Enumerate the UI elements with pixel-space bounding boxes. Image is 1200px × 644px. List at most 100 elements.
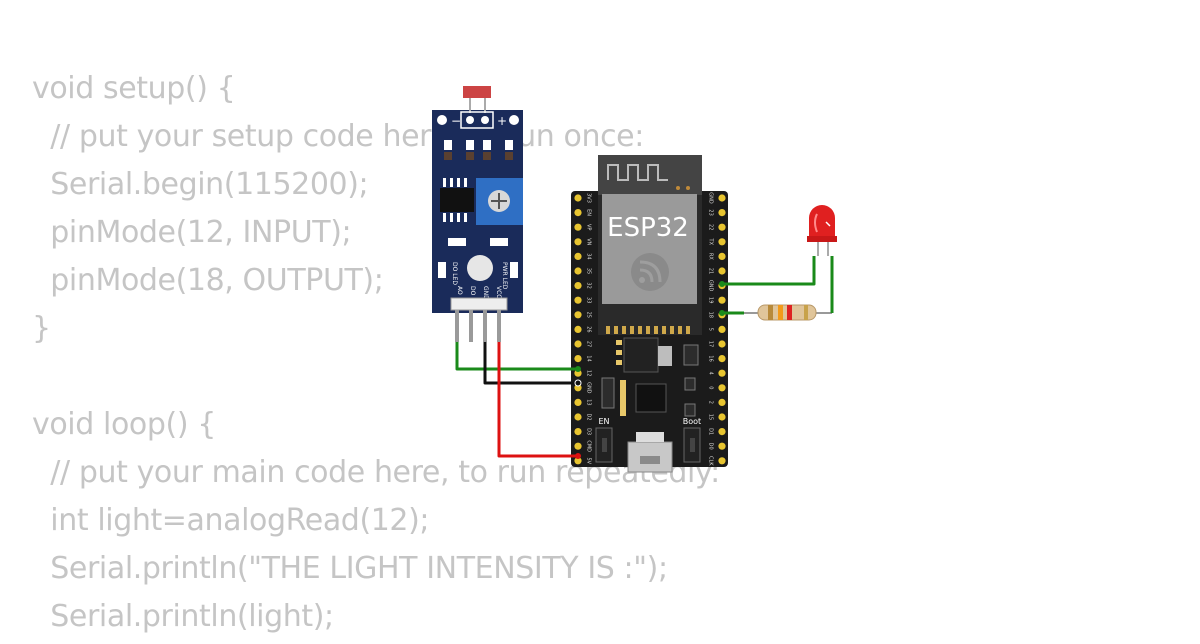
en-button-label: EN	[598, 417, 609, 426]
code-line: pinMode(18, OUTPUT);	[32, 263, 384, 298]
esp32-devkit-board[interactable]: ESP32 EN Boot	[571, 155, 728, 473]
esp32-pin-label: 3V3	[586, 193, 592, 203]
esp32-pin-label: VP	[586, 224, 592, 230]
usb-uart-chip	[635, 383, 667, 413]
ldr-pin-label-vcc: VCC	[495, 286, 502, 298]
code-line: }	[32, 311, 51, 346]
esp32-pin-right[interactable]	[718, 442, 726, 450]
esp32-pin-left[interactable]	[574, 398, 582, 406]
esp32-pin-label: 12	[586, 370, 592, 376]
pwr-led	[467, 255, 493, 281]
ldr-sensor-module[interactable]: − + DO LED PWR LED AO D	[432, 86, 523, 342]
esp32-pin-label: D0	[708, 443, 714, 450]
esp32-pin-left[interactable]	[574, 282, 582, 290]
esp32-pin-headers[interactable]: 3V3ENVPVN343532332526271412GND13D2D3CMD5…	[574, 192, 726, 466]
esp32-pin-label: RX	[708, 253, 714, 260]
esp32-pin-label: 32	[586, 282, 592, 288]
esp32-pin-label: 5	[708, 328, 714, 331]
esp32-pin-left[interactable]	[574, 194, 582, 202]
wire-ao-to-gpio12[interactable]	[455, 342, 578, 371]
red-led[interactable]	[807, 205, 837, 256]
esp32-pin-right[interactable]	[718, 267, 726, 275]
code-line: int light=analogRead(12);	[32, 503, 430, 538]
ldr-header-pins[interactable]	[455, 310, 501, 342]
esp32-pin-label: 2	[708, 401, 714, 404]
esp32-pin-right[interactable]	[718, 413, 726, 421]
code-line: void loop() {	[32, 407, 216, 442]
esp32-pin-label: 25	[586, 312, 592, 318]
photoresistor	[463, 86, 491, 98]
esp32-pin-right[interactable]	[718, 296, 726, 304]
esp32-pin-right[interactable]	[718, 340, 726, 348]
esp32-pin-left[interactable]	[574, 296, 582, 304]
esp32-pin-label: GND	[708, 192, 714, 204]
esp32-pin-label: 0	[708, 386, 714, 389]
esp32-pin-left[interactable]	[574, 325, 582, 333]
code-line: Serial.println(light);	[32, 599, 334, 634]
esp32-pin-label: 19	[708, 297, 714, 303]
esp32-pin-label: GND	[586, 382, 592, 394]
comparator-chip	[440, 188, 474, 212]
esp32-pin-right[interactable]	[718, 428, 726, 436]
esp32-pin-right[interactable]	[718, 238, 726, 246]
esp32-pin-left[interactable]	[574, 311, 582, 319]
esp32-pin-label: 13	[586, 399, 592, 405]
esp32-pin-label: CLK	[708, 456, 714, 466]
esp32-pin-left[interactable]	[574, 340, 582, 348]
en-button[interactable]	[595, 427, 613, 463]
esp32-pin-left[interactable]	[574, 238, 582, 246]
esp32-pin-left[interactable]	[574, 413, 582, 421]
esp32-pin-label: 15	[708, 414, 714, 420]
esp32-pin-left[interactable]	[574, 223, 582, 231]
esp32-pin-label: D3	[586, 428, 592, 435]
plus-label: +	[497, 114, 507, 128]
esp32-pin-right[interactable]	[718, 398, 726, 406]
esp32-pin-label: 22	[708, 224, 714, 230]
antenna-trace	[607, 164, 668, 181]
esp32-pin-label: TX	[708, 238, 714, 246]
code-background: void setup() { // put your setup code he…	[32, 68, 720, 644]
circuit-diagram: − + DO LED PWR LED AO D	[432, 86, 837, 473]
esp32-pin-left[interactable]	[574, 267, 582, 275]
esp32-pin-right[interactable]	[718, 457, 726, 465]
micro-usb-port[interactable]	[627, 432, 673, 473]
esp32-pin-label: VN	[586, 238, 592, 245]
wire-vcc-to-5v[interactable]	[497, 342, 578, 458]
esp32-pin-label: 23	[708, 209, 714, 215]
code-line: pinMode(12, INPUT);	[32, 215, 352, 250]
esp32-pin-right[interactable]	[718, 369, 726, 377]
resistor[interactable]	[744, 304, 832, 321]
do-led	[438, 262, 446, 278]
potentiometer[interactable]	[476, 178, 523, 225]
module-pads	[606, 326, 690, 334]
esp32-pin-label: D2	[586, 413, 592, 420]
esp32-pin-left[interactable]	[574, 209, 582, 217]
esp32-pin-label: 16	[708, 355, 714, 361]
esp32-pin-right[interactable]	[718, 223, 726, 231]
esp32-pin-label: 14	[586, 355, 592, 361]
esp32-pin-left[interactable]	[574, 428, 582, 436]
boot-button[interactable]	[683, 427, 701, 463]
esp32-pin-label: 33	[586, 297, 592, 303]
pwr-led-label: PWR LED	[501, 262, 508, 290]
esp32-pin-label: GND	[708, 280, 714, 292]
code-line: Serial.println("THE LIGHT INTENSITY IS :…	[32, 551, 668, 586]
code-line: void setup() {	[32, 71, 236, 106]
esp32-pin-left[interactable]	[574, 252, 582, 260]
esp32-pin-right[interactable]	[718, 325, 726, 333]
esp32-pin-right[interactable]	[718, 194, 726, 202]
esp32-pin-right[interactable]	[718, 209, 726, 217]
wires	[455, 256, 834, 458]
wire-gnd-to-led-cathode[interactable]	[722, 256, 816, 286]
esp32-pin-label: 21	[708, 268, 714, 274]
ldr-pin-label-do: DO	[469, 286, 476, 296]
esp32-pin-left[interactable]	[574, 369, 582, 377]
esp32-pin-left[interactable]	[574, 355, 582, 363]
esp32-pin-label: 26	[586, 326, 592, 332]
esp32-pin-right[interactable]	[718, 384, 726, 392]
esp32-pin-left[interactable]	[574, 457, 582, 465]
esp32-pin-left[interactable]	[574, 442, 582, 450]
wire-gnd[interactable]	[483, 342, 578, 385]
esp32-pin-right[interactable]	[718, 355, 726, 363]
esp32-pin-right[interactable]	[718, 252, 726, 260]
